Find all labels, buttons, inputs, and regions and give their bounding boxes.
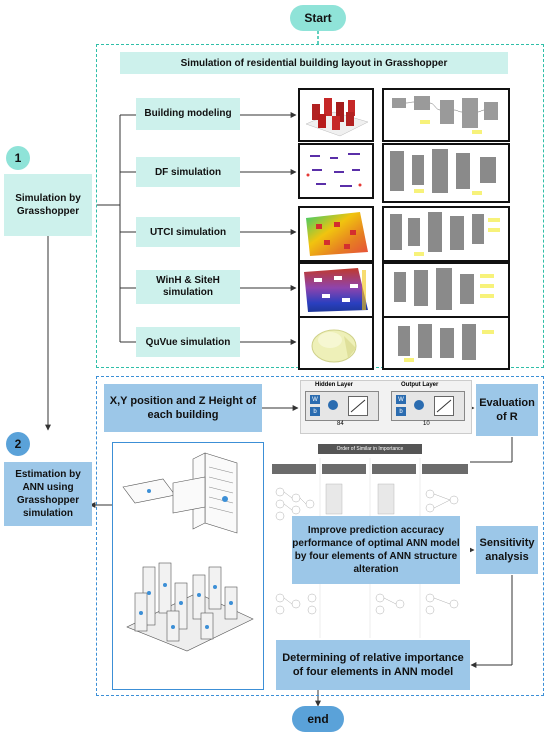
output-layer-block: W b: [391, 391, 465, 421]
section1-side-label: Simulation by Grasshopper: [4, 174, 92, 236]
hidden-activation-icon: [348, 396, 368, 416]
section2-frame: [96, 376, 544, 696]
sensitivity-analysis-box: Sensitivity analysis: [476, 526, 538, 574]
winh-siteh-simulation-render: [298, 262, 374, 318]
step-building-modeling: Building modeling: [136, 98, 240, 130]
step-winh-siteh-simulation: WinH & SiteH simulation: [136, 270, 240, 304]
hidden-sum-node: [328, 400, 338, 410]
hidden-layer-label: Hidden Layer: [315, 382, 354, 388]
hidden-layer-size: 84: [337, 421, 344, 427]
step-df-simulation: DF simulation: [136, 157, 240, 187]
output-activation-icon: [434, 396, 454, 416]
quvue-simulation-script: [382, 316, 510, 370]
end-terminal: end: [292, 706, 344, 732]
output-layer-size: 10: [423, 421, 430, 427]
utci-simulation-render: [298, 206, 374, 262]
section1-title: Simulation of residential building layou…: [120, 52, 508, 74]
site-model-figure: [112, 442, 264, 690]
section1-number-badge: 1: [6, 146, 30, 170]
determining-importance-box: Determining of relative importance of fo…: [276, 640, 470, 690]
improve-prediction-box: Improve prediction accuracy performance …: [292, 516, 460, 584]
step-quvue-simulation: QuVue simulation: [136, 327, 240, 357]
output-layer-label: Output Layer: [401, 382, 439, 388]
hidden-weight-node: W: [310, 395, 320, 404]
hidden-bias-node: b: [310, 407, 320, 416]
building-model-render: [298, 88, 374, 142]
winh-siteh-simulation-script: [382, 262, 510, 318]
output-bias-node: b: [396, 407, 406, 416]
section2-number-badge: 2: [6, 432, 30, 456]
start-terminal: Start: [290, 5, 346, 31]
evaluation-r-box: Evaluation of R: [476, 384, 538, 436]
section2-side-label: Estimation by ANN using Grasshopper simu…: [4, 462, 92, 526]
step-utci-simulation: UTCI simulation: [136, 217, 240, 247]
quvue-simulation-render: [298, 316, 374, 370]
hidden-layer-block: W b: [305, 391, 379, 421]
df-simulation-script: [382, 143, 510, 203]
utci-simulation-script: [382, 206, 510, 262]
input-xyz-box: X,Y position and Z Height of each buildi…: [104, 384, 262, 432]
building-modeling-script: [382, 88, 510, 142]
order-of-similar-importance-label: Order of Similar in Importance: [318, 444, 422, 454]
df-simulation-render: [298, 143, 374, 199]
output-weight-node: W: [396, 395, 406, 404]
ann-network-diagram: Hidden Layer Output Layer W b 84 W b 10: [300, 380, 472, 434]
output-sum-node: [414, 400, 424, 410]
